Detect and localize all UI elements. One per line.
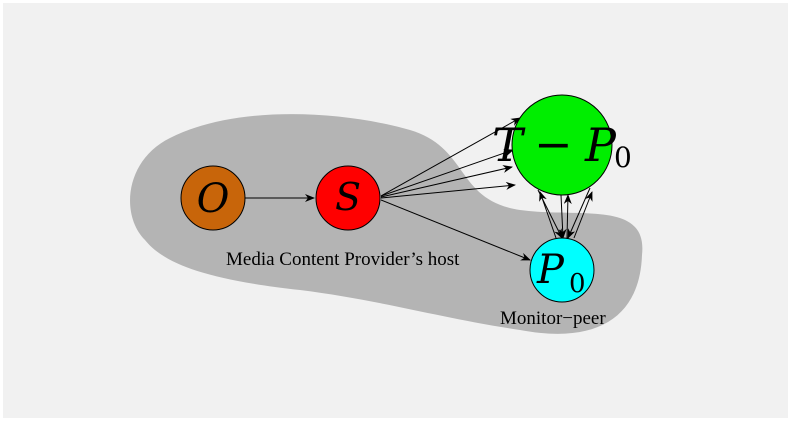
edge-s-tp-1: [380, 117, 521, 197]
node-tp-circle: [511, 94, 613, 196]
edge-s-tp-2: [380, 149, 514, 197]
edge-s-tp-4: [380, 181, 516, 199]
node-p0: P 0: [529, 237, 595, 303]
node-o-label: O: [197, 176, 230, 222]
edge-s-p0: [380, 199, 531, 261]
node-s-circle: [315, 165, 381, 231]
edge-p0-tp-3: [573, 191, 593, 239]
node-p0-label-p: P: [536, 247, 565, 293]
monitor-caption: Monitor−peer: [500, 308, 606, 329]
node-o-circle: [180, 165, 246, 231]
node-tp-label-minus: −: [534, 117, 573, 171]
edge-p0-tp-2: [563, 194, 572, 239]
node-p0-circle: [529, 237, 595, 303]
edge-s-tp-3: [380, 165, 513, 198]
host-region-blob: [130, 114, 643, 334]
node-tp-label-sub: 0: [614, 141, 632, 174]
node-tp-label-t: T: [492, 118, 526, 172]
node-s-label: S: [335, 175, 361, 219]
node-o: O: [180, 165, 246, 231]
node-s: S: [315, 165, 381, 231]
edges: [245, 117, 593, 261]
edge-p0-tp-1: [539, 191, 557, 239]
node-p0-label-sub: 0: [569, 269, 586, 299]
edge-tp-p0-2: [558, 194, 567, 239]
node-tp-label-p: P: [584, 118, 617, 172]
node-tp: T − P 0: [492, 94, 632, 196]
host-caption: Media Content Provider’s host: [226, 249, 460, 270]
